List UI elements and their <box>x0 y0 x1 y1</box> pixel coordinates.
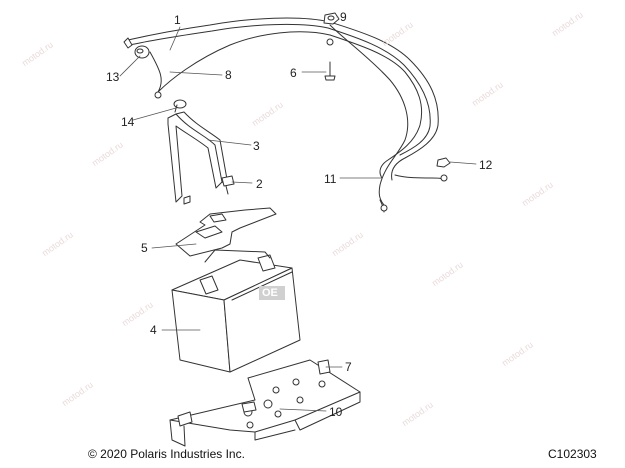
callout-13: 13 <box>106 70 120 84</box>
callout-8: 8 <box>225 68 232 82</box>
callout-6: 6 <box>290 66 297 80</box>
part-3-battery-strap <box>167 111 229 205</box>
callout-4: 4 <box>150 323 157 337</box>
callout-10: 10 <box>329 405 343 419</box>
part-10-battery-tray <box>169 359 361 447</box>
part-6-bolt <box>324 61 336 81</box>
callout-9: 9 <box>340 10 347 24</box>
part-4-battery <box>171 249 301 373</box>
part-2-bolt <box>221 175 235 195</box>
cable-terminals <box>123 37 448 212</box>
part-14-screw <box>173 99 187 113</box>
oe-badge: OE <box>259 286 285 300</box>
part-12-nut <box>436 157 451 168</box>
callout-5: 5 <box>141 241 148 255</box>
diagram-code: C102303 <box>548 447 597 461</box>
leader-lines <box>119 16 477 412</box>
callout-1: 1 <box>174 13 181 27</box>
callout-11: 11 <box>324 172 337 186</box>
callout-14: 14 <box>121 115 135 129</box>
part-9-nut <box>323 12 340 25</box>
copyright-notice: © 2020 Polaris Industries Inc. <box>88 447 245 461</box>
callout-12: 12 <box>479 158 493 172</box>
battery-cable-main <box>127 17 445 213</box>
callout-2: 2 <box>256 177 263 191</box>
callout-3: 3 <box>253 139 260 153</box>
callout-7: 7 <box>345 360 352 374</box>
part-5-hold-down <box>175 207 277 257</box>
